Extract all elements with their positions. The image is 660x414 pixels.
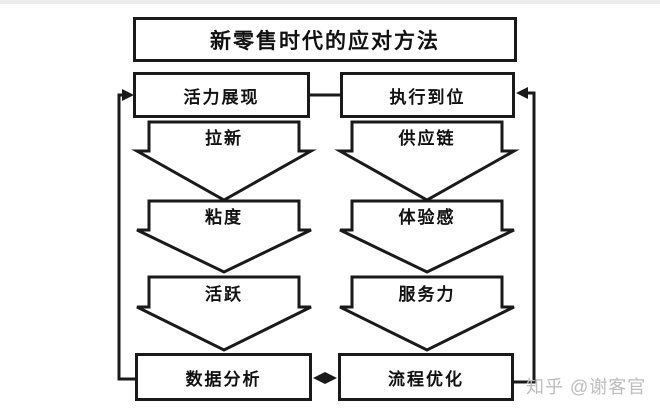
top-left-box: 活力展现 <box>133 72 310 118</box>
down-arrow-shape-left-1 <box>131 120 317 202</box>
top-edge-strip <box>0 0 660 4</box>
arrowhead-right-icon <box>122 89 134 101</box>
top-left-box-label: 活力展现 <box>183 87 260 107</box>
arrowhead-left-icon <box>516 87 528 99</box>
title-text: 新零售时代的应对方法 <box>210 29 440 53</box>
bottom-right-box: 流程优化 <box>338 353 514 401</box>
down-arrow-shape-right-2 <box>339 199 515 274</box>
bottom-left-box: 数据分析 <box>135 353 312 401</box>
watermark-text: 知乎 @谢客官 <box>526 377 647 397</box>
bottom-right-box-label: 流程优化 <box>388 369 464 389</box>
arrowhead-right-icon <box>325 372 337 384</box>
bottom-left-box-label: 数据分析 <box>185 369 262 389</box>
feedback-line-left <box>117 93 135 381</box>
down-arrow-shape-left-3 <box>136 275 312 352</box>
title-box: 新零售时代的应对方法 <box>133 17 517 62</box>
top-right-box: 执行到位 <box>340 72 515 118</box>
arrowhead-left-icon <box>313 372 325 384</box>
down-arrow-shape-right-1 <box>334 120 520 202</box>
down-arrow-shape-right-3 <box>339 275 515 352</box>
feedback-line-right <box>513 91 536 384</box>
down-arrow-shape-left-2 <box>136 199 312 274</box>
top-right-box-label: 执行到位 <box>389 87 466 107</box>
